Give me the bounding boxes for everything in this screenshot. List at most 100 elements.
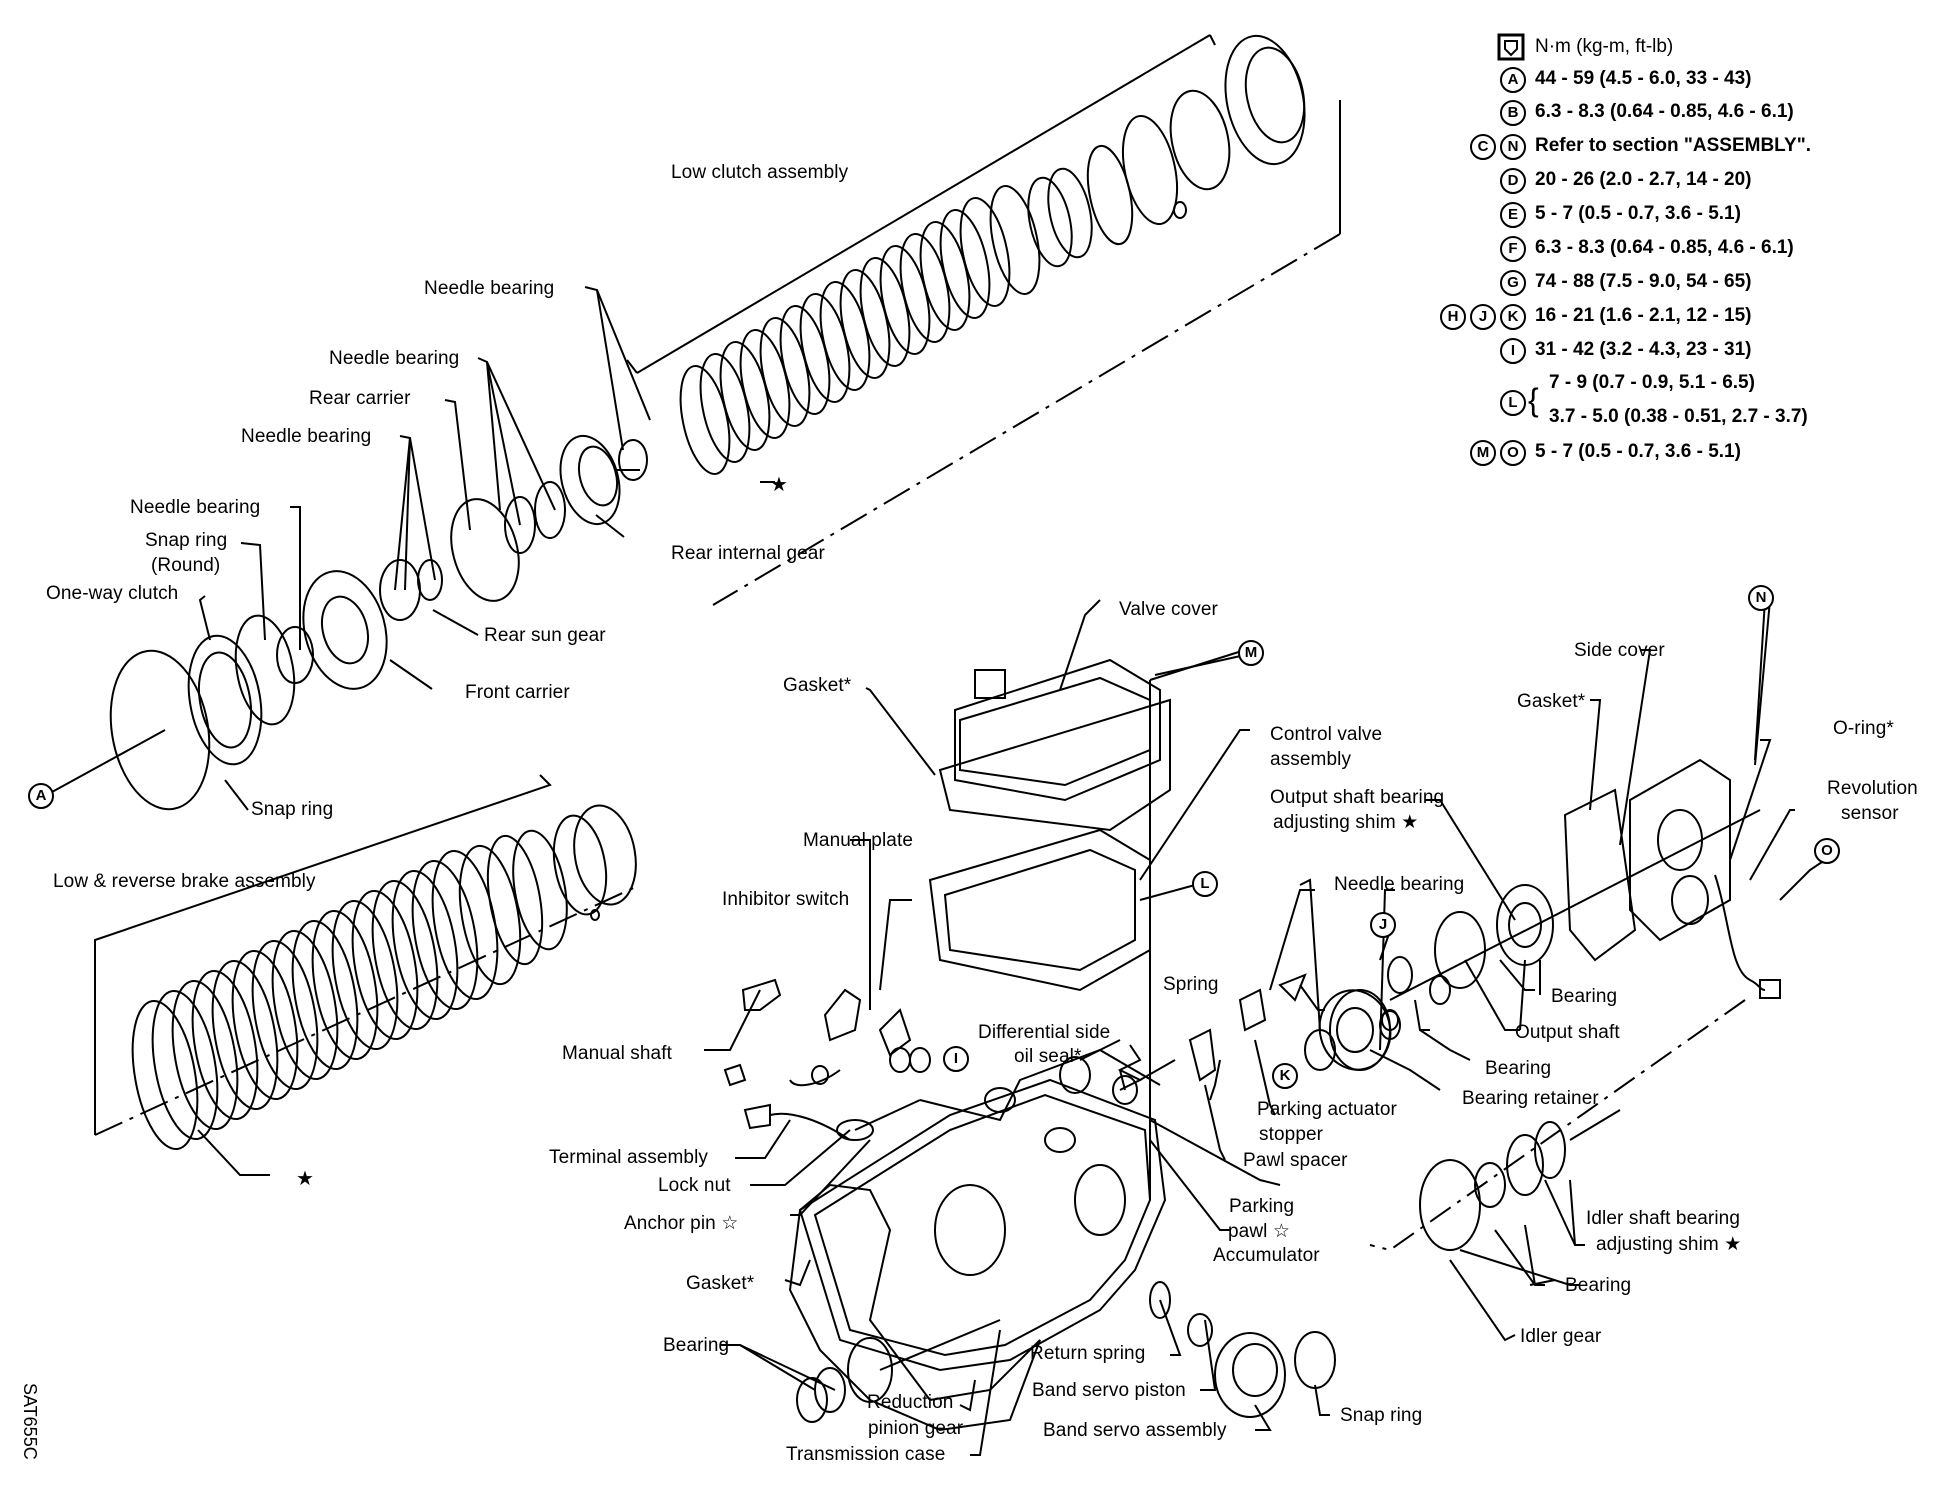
- label-control-valve-1: Control valve: [1270, 724, 1383, 745]
- label-valve-cover: Valve cover: [1119, 599, 1218, 620]
- label-bearing-retainer: Bearing retainer: [1462, 1088, 1599, 1109]
- callout-k-icon: K: [1500, 304, 1526, 330]
- label-transmission-case: Transmission case: [786, 1444, 946, 1465]
- label-bearing-bottom: Bearing: [663, 1335, 730, 1356]
- label-lock-nut: Lock nut: [658, 1175, 731, 1196]
- label-idler-shim-2: adjusting shim ★: [1596, 1234, 1742, 1255]
- callout-e-icon: E: [1500, 202, 1526, 228]
- legend-row-l-2: 3.7 - 5.0 (0.38 - 0.51, 2.7 - 3.7): [1549, 406, 1808, 427]
- callout-o-marker: O: [1814, 838, 1840, 864]
- label-snap-ring-round-2: (Round): [151, 555, 221, 576]
- label-needle-bearing-5: Needle bearing: [1334, 874, 1465, 895]
- label-idler-gear: Idler gear: [1520, 1326, 1602, 1347]
- legend-row-g: 74 - 88 (7.5 - 9.0, 54 - 65): [1535, 271, 1752, 292]
- legend-row-b: 6.3 - 8.3 (0.64 - 0.85, 4.6 - 6.1): [1535, 101, 1794, 122]
- label-reduction-1: Reduction: [867, 1392, 954, 1413]
- callout-j-marker: J: [1370, 912, 1396, 938]
- label-parking-pawl-1: Parking: [1229, 1196, 1295, 1217]
- label-return-spring: Return spring: [1030, 1343, 1146, 1364]
- label-one-way-clutch: One-way clutch: [46, 583, 179, 604]
- label-reduction-2: pinion gear: [868, 1418, 964, 1439]
- callout-b-icon: B: [1500, 100, 1526, 126]
- callout-c-icon: C: [1470, 134, 1496, 160]
- label-bearing-2: Bearing: [1485, 1058, 1552, 1079]
- legend-row-a: 44 - 59 (4.5 - 6.0, 33 - 43): [1535, 68, 1752, 89]
- legend-row-d: 20 - 26 (2.0 - 2.7, 14 - 20): [1535, 169, 1752, 190]
- label-revolution-sensor-1: Revolution: [1827, 778, 1918, 799]
- label-manual-shaft: Manual shaft: [562, 1043, 672, 1064]
- callout-m-marker: M: [1238, 640, 1264, 666]
- callout-o-icon: O: [1500, 440, 1526, 466]
- star-icon: ★: [296, 1168, 314, 1190]
- label-manual-plate: Manual plate: [803, 830, 913, 851]
- label-terminal-assembly: Terminal assembly: [549, 1147, 709, 1168]
- legend-torque-unit: N·m (kg-m, ft-lb): [1535, 36, 1674, 57]
- label-diff-seal-2: oil seal*: [1014, 1046, 1082, 1067]
- label-gasket-top: Gasket*: [783, 675, 852, 696]
- label-output-shim-1: Output shaft bearing: [1270, 787, 1445, 808]
- label-o-ring: O-ring*: [1833, 718, 1894, 739]
- label-band-servo-piston: Band servo piston: [1032, 1380, 1186, 1401]
- legend-row-f: 6.3 - 8.3 (0.64 - 0.85, 4.6 - 6.1): [1535, 237, 1794, 258]
- label-inhibitor-switch: Inhibitor switch: [722, 889, 850, 910]
- label-needle-bearing-1: Needle bearing: [424, 278, 555, 299]
- label-snap-ring-bottom: Snap ring: [1340, 1405, 1423, 1426]
- label-bearing-1: Bearing: [1551, 986, 1618, 1007]
- legend-row-e: 5 - 7 (0.5 - 0.7, 3.6 - 5.1): [1535, 203, 1741, 224]
- legend-row-hjk: 16 - 21 (1.6 - 2.1, 12 - 15): [1535, 305, 1752, 326]
- label-band-servo-assembly: Band servo assembly: [1043, 1420, 1227, 1441]
- label-output-shim-2: adjusting shim ★: [1273, 812, 1419, 833]
- label-needle-bearing-3: Needle bearing: [241, 426, 372, 447]
- legend-row-i: 31 - 42 (3.2 - 4.3, 23 - 31): [1535, 339, 1752, 360]
- star-icon: ★: [770, 474, 788, 496]
- callout-g-icon: G: [1500, 270, 1526, 296]
- label-idler-shim-1: Idler shaft bearing: [1586, 1208, 1740, 1229]
- label-revolution-sensor-2: sensor: [1841, 803, 1899, 824]
- label-parking-actuator-2: stopper: [1259, 1124, 1324, 1145]
- callout-l-marker: L: [1192, 871, 1218, 897]
- callout-h-icon: H: [1440, 304, 1466, 330]
- label-rear-sun-gear: Rear sun gear: [484, 625, 606, 646]
- label-parking-actuator-1: Parking actuator: [1257, 1099, 1397, 1120]
- label-pawl-spacer: Pawl spacer: [1243, 1150, 1348, 1171]
- label-needle-bearing-4: Needle bearing: [130, 497, 261, 518]
- label-low-clutch-assembly: Low clutch assembly: [671, 162, 849, 183]
- figure-code: SAT655C: [20, 1383, 40, 1460]
- label-parking-pawl-2: pawl ☆: [1228, 1221, 1290, 1242]
- legend-brace-icon: {: [1528, 382, 1539, 418]
- label-spring: Spring: [1163, 974, 1219, 995]
- callout-d-icon: D: [1500, 168, 1526, 194]
- callout-n-marker: N: [1748, 585, 1774, 611]
- label-snap-ring-left: Snap ring: [251, 799, 334, 820]
- label-bearing-idler: Bearing: [1565, 1275, 1632, 1296]
- label-front-carrier: Front carrier: [465, 682, 570, 703]
- legend-row-cn: Refer to section "ASSEMBLY".: [1535, 135, 1811, 156]
- callout-n-icon: N: [1500, 134, 1526, 160]
- label-gasket-bottom: Gasket*: [686, 1273, 755, 1294]
- label-snap-ring-round-1: Snap ring: [145, 530, 228, 551]
- legend-row-mo: 5 - 7 (0.5 - 0.7, 3.6 - 5.1): [1535, 441, 1741, 462]
- label-accumulator: Accumulator: [1213, 1245, 1320, 1266]
- label-rear-carrier: Rear carrier: [309, 388, 411, 409]
- label-diff-seal-1: Differential side: [978, 1022, 1111, 1043]
- label-gasket-right: Gasket*: [1517, 691, 1586, 712]
- label-rear-internal-gear: Rear internal gear: [671, 543, 825, 564]
- label-needle-bearing-2: Needle bearing: [329, 348, 460, 369]
- callout-k-marker: K: [1272, 1063, 1298, 1089]
- label-output-shaft: Output shaft: [1515, 1022, 1620, 1043]
- callout-i-marker: I: [943, 1046, 969, 1072]
- callout-m-icon: M: [1470, 440, 1496, 466]
- torque-wrench-icon: [1497, 33, 1525, 61]
- label-low-reverse-brake: Low & reverse brake assembly: [53, 871, 316, 892]
- callout-i-icon: I: [1500, 338, 1526, 364]
- callout-f-icon: F: [1500, 236, 1526, 262]
- legend-row-l-1: 7 - 9 (0.7 - 0.9, 5.1 - 6.5): [1549, 372, 1755, 393]
- label-side-cover: Side cover: [1574, 640, 1665, 661]
- callout-j-icon: J: [1470, 304, 1496, 330]
- callout-a-icon: A: [1500, 67, 1526, 93]
- label-anchor-pin: Anchor pin ☆: [624, 1213, 739, 1234]
- label-control-valve-2: assembly: [1270, 749, 1352, 770]
- callout-a-marker: A: [28, 783, 54, 809]
